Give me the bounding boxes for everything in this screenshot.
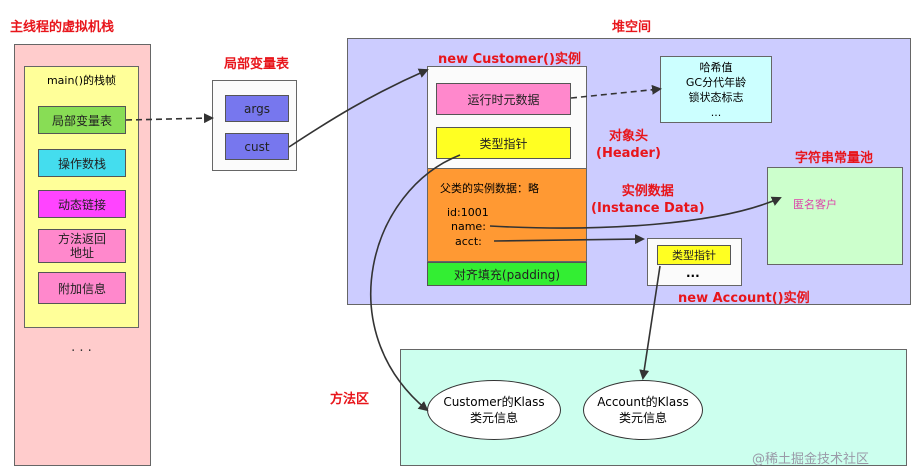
customer-klass: Customer的Klass 类元信息: [427, 380, 561, 440]
instance-data-label: 实例数据 (Instance Data): [591, 183, 705, 217]
account-instance-title: new Account()实例: [678, 291, 810, 306]
arrow-frame-to-local-vars: [125, 113, 214, 124]
stack-item-local-vars: 局部变量表: [38, 106, 126, 134]
account-more: ...: [686, 266, 700, 280]
stack-more: · · ·: [71, 344, 92, 359]
runtime-metadata: 运行时元数据: [436, 83, 571, 115]
arrow-name-to-string-pool: [489, 196, 782, 229]
watermark: @稀土掘金技术社区: [752, 452, 870, 467]
method-area-title: 方法区: [330, 392, 370, 407]
customer-klass-meta: 类元信息: [469, 411, 518, 425]
padding: 对齐填充(padding): [427, 262, 587, 286]
instance-data-label-line1: 实例数据: [621, 184, 674, 199]
parent-instance-data: 父类的实例数据：略: [440, 182, 539, 195]
local-var-cust: cust: [225, 133, 289, 160]
stack-item-extra-info: 附加信息: [38, 272, 126, 304]
arrow-acct-to-account: [493, 234, 645, 245]
string-value: 匿名客户: [793, 198, 837, 211]
customer-klass-name: Customer的Klass: [443, 395, 545, 409]
header-label: 对象头 (Header): [596, 128, 661, 162]
arrow-type-pointer-to-customer-klass: [369, 154, 461, 412]
stack-item-return-address: 方法返回 地址: [38, 229, 126, 263]
header-label-line2: (Header): [596, 146, 661, 161]
account-type-pointer: 类型指针: [657, 245, 731, 265]
field-id: id:1001: [447, 206, 489, 219]
instance-data: [427, 168, 587, 262]
account-klass: Account的Klass 类元信息: [583, 380, 703, 440]
stack-title: 主线程的虚拟机栈: [10, 20, 115, 35]
type-pointer: 类型指针: [436, 127, 571, 159]
string-pool-title: 字符串常量池: [795, 151, 874, 166]
object-header-info: 哈希值 GC分代年龄 锁状态标志 ...: [660, 56, 772, 123]
stack-item-dynamic-link: 动态链接: [38, 190, 126, 218]
arrow-cust-to-customer: [288, 68, 429, 148]
local-var-args: args: [225, 95, 289, 122]
hash-line-1: 哈希值: [699, 61, 733, 74]
field-acct: acct:: [455, 235, 482, 248]
account-klass-meta: 类元信息: [618, 411, 667, 425]
instance-data-label-line2: (Instance Data): [591, 201, 705, 216]
arrow-account-type-pointer-to-klass: [639, 265, 661, 380]
hash-line-3: 锁状态标志: [688, 91, 744, 104]
stack-item-operand-stack: 操作数栈: [38, 149, 126, 177]
local-vars-title: 局部变量表: [224, 57, 290, 72]
customer-instance-title: new Customer()实例: [438, 52, 581, 67]
field-name: name:: [451, 220, 486, 233]
hash-line-4: ...: [710, 106, 722, 119]
header-label-line1: 对象头: [608, 129, 648, 144]
hash-line-2: GC分代年龄: [685, 76, 747, 89]
account-klass-name: Account的Klass: [597, 395, 689, 409]
string-pool: [767, 167, 903, 265]
heap-title: 堆空间: [612, 20, 652, 35]
arrow-metadata-to-header-info: [570, 84, 662, 99]
main-frame-label: main()的栈帧: [46, 74, 117, 87]
